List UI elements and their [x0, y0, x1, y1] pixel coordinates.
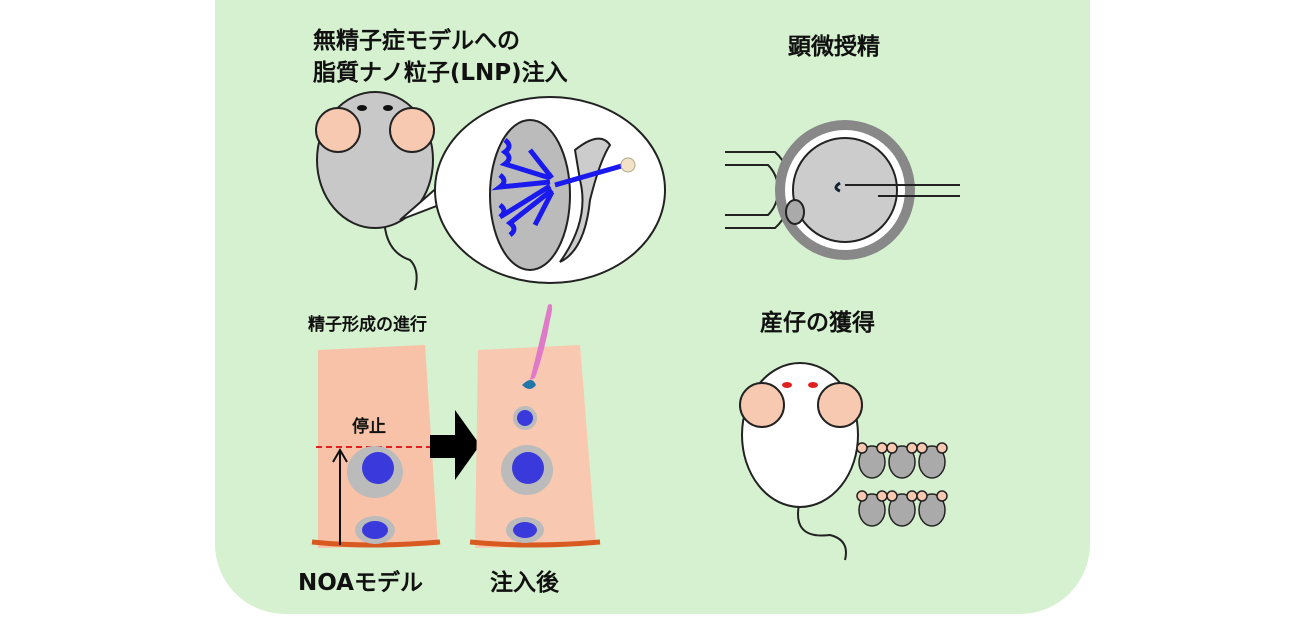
testis-bubble — [399, 96, 666, 284]
lnp-title-line2: 脂質ナノ粒子(LNP)注入 — [313, 60, 568, 86]
icsi-egg-icon — [725, 120, 960, 260]
lnp-title-line1: 無精子症モデルへの — [313, 28, 520, 54]
arrow-right-icon — [430, 410, 480, 480]
offspring-title: 産仔の獲得 — [760, 310, 875, 336]
noa-model-label: NOAモデル — [298, 570, 423, 596]
stop-label: 停止 — [352, 417, 386, 437]
pups-icon — [856, 442, 948, 527]
icsi-title: 顕微授精 — [788, 34, 880, 60]
tubule-noa — [311, 345, 441, 548]
spermatogenesis-title: 精子形成の進行 — [308, 315, 427, 335]
white-mouse-icon — [739, 362, 863, 561]
lnp-injection-title: 無精子症モデルへの 脂質ナノ粒子(LNP)注入 — [313, 25, 568, 89]
tubule-after-injection — [469, 304, 601, 548]
after-injection-label: 注入後 — [490, 570, 559, 596]
gray-mouse-icon — [315, 91, 435, 291]
